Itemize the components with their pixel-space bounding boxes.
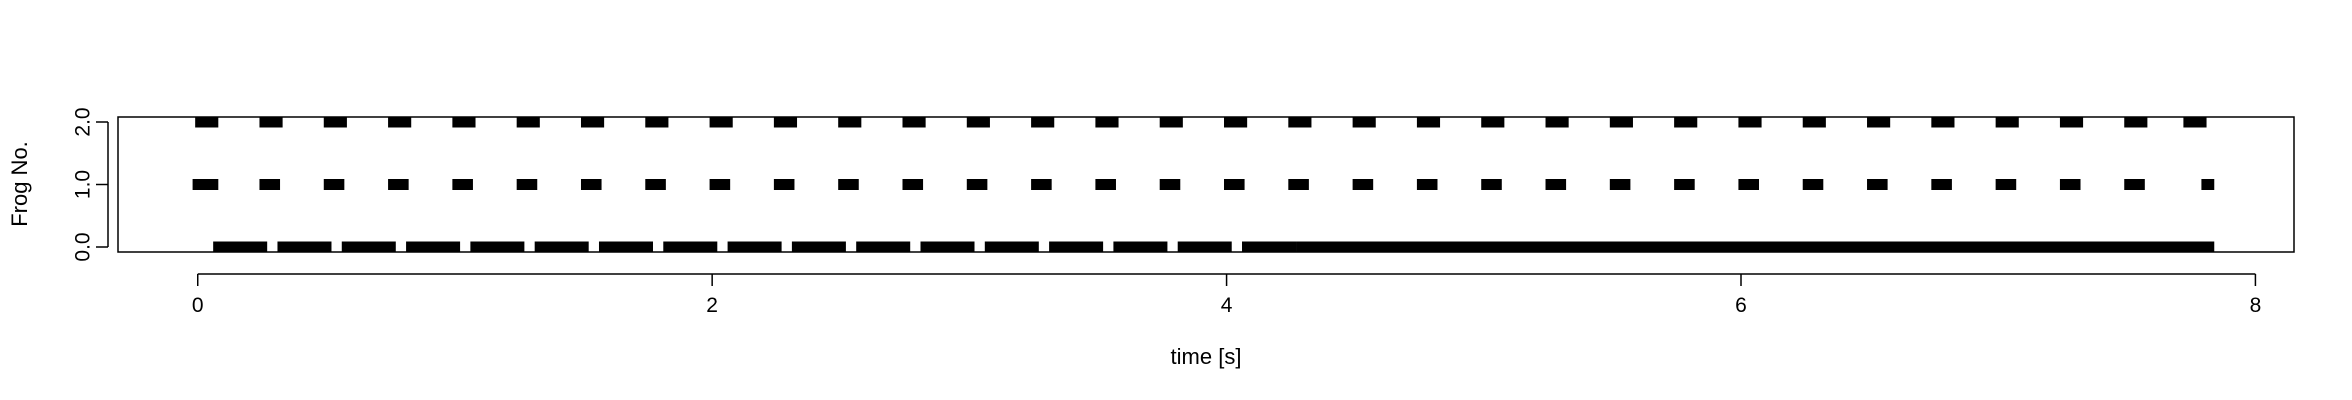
x-tick-label: 0 (192, 294, 204, 317)
y-tick-label: 0.0 (71, 232, 94, 261)
x-tick-label: 4 (1221, 294, 1233, 317)
x-tick-label: 2 (706, 294, 718, 317)
y-axis-label: Frog No. (7, 141, 32, 227)
x-tick-label: 6 (1735, 294, 1747, 317)
y-tick-label: 2.0 (71, 107, 94, 136)
plot-frame (117, 116, 2295, 253)
plot-marks (192, 116, 2215, 253)
x-axis-label: time [s] (1171, 344, 1242, 369)
y-axis: 0.0 1.0 2.0 (71, 107, 109, 262)
y-tick-label: 1.0 (71, 170, 94, 199)
x-axis: 0 2 4 6 8 (192, 273, 2262, 317)
x-tick-label: 8 (2250, 294, 2262, 317)
